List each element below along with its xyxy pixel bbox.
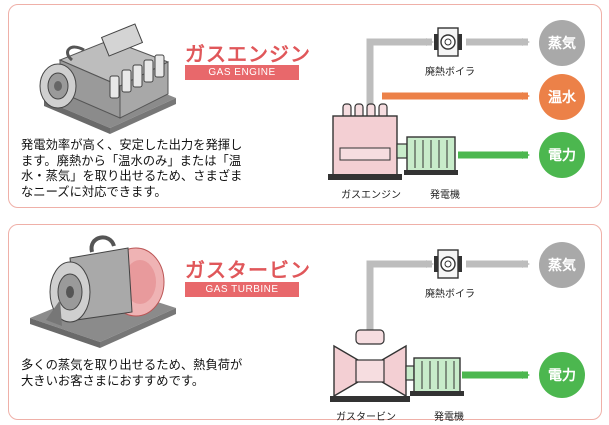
description-line: 大きいお客さまにおすすめです。 (21, 373, 205, 388)
turbine-label: ガスタービン (336, 412, 396, 423)
electricity-output: 電力 (539, 132, 585, 178)
gas-turbine-illustration (30, 235, 176, 348)
description-line: なニーズに対応できます。 (21, 184, 167, 199)
gas-turbine-title: ガスタービン (185, 258, 311, 282)
gas-engine-subtitle: GAS ENGINE (185, 65, 299, 80)
engine-label: ガスエンジン (341, 190, 401, 201)
gas-turbine-subtitle: GAS TURBINE (185, 282, 299, 297)
generator-label: 発電機 (430, 190, 460, 201)
hot-water-output: 温水 (539, 74, 585, 120)
description-line: 水・蒸気」を取り出せるため、さまざま (21, 169, 243, 183)
steam-output: 蒸気 (539, 20, 585, 66)
gas-engine-title: ガスエンジン (185, 42, 311, 66)
gas-engine-illustration (39, 23, 176, 134)
boiler-label: 廃熱ボイラ (425, 67, 475, 78)
steam-output: 蒸気 (539, 242, 585, 288)
description-line: 発電効率が高く、安定した出力を発揮し (21, 138, 243, 152)
generator-label: 発電機 (434, 412, 464, 423)
gas-turbine-description: 多くの蒸気を取り出せるため、熱負荷が 大きいお客さまにおすすめです。 (21, 358, 311, 389)
electricity-output: 電力 (539, 352, 585, 398)
gas-engine-flow (328, 27, 530, 180)
description-line: ます。廃熱から「温水のみ」または「温 (21, 153, 242, 168)
description-line: 多くの蒸気を取り出せるため、熱負荷が (21, 358, 243, 372)
boiler-label: 廃熱ボイラ (425, 289, 475, 300)
gas-engine-description: 発電効率が高く、安定した出力を発揮し ます。廃熱から「温水のみ」または「温 水・… (21, 138, 311, 200)
gas-turbine-flow (330, 249, 530, 402)
